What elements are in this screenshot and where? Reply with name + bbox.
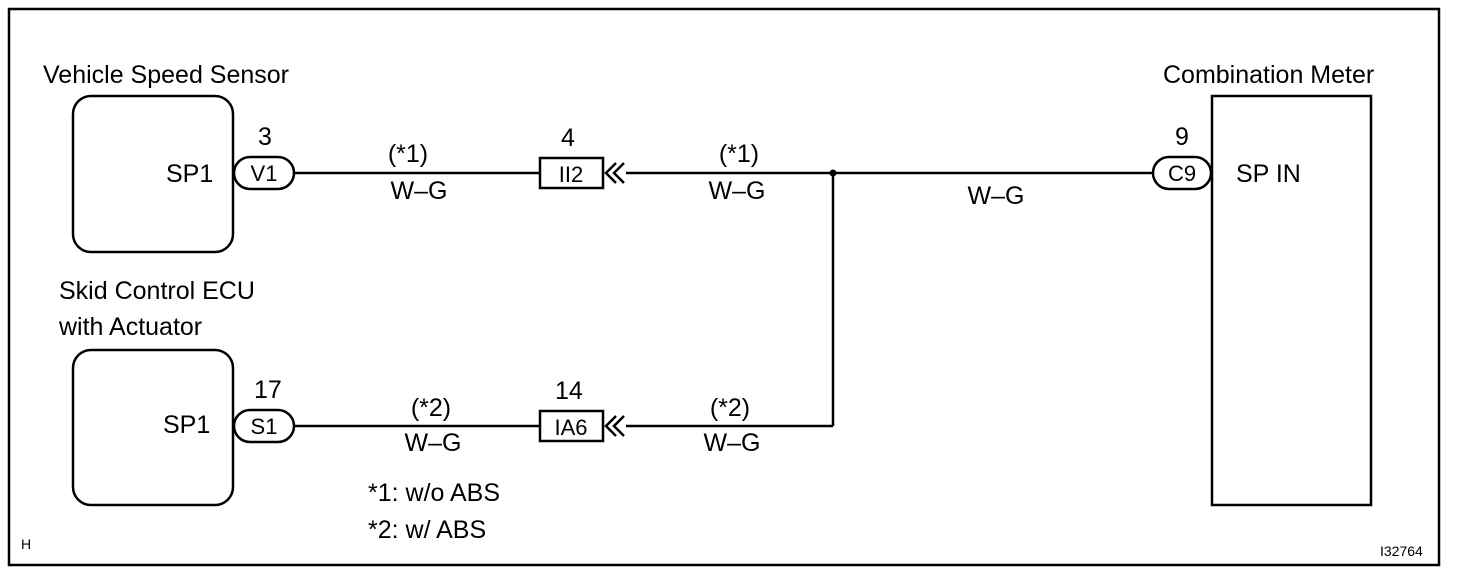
note-with-abs: *2: w/ ABS [368,516,486,544]
wire-upper-left-note: (*1) [388,140,428,168]
wire-lower-mid-note: (*2) [710,394,750,422]
connector-v1-label: V1 [251,161,278,186]
skid-control-ecu-pin: 17 [254,376,282,404]
junction-ia6-label: IA6 [554,415,587,440]
wire-upper-right-color: W–G [968,182,1025,210]
junction-ia6-double-arrow-icon [604,415,625,437]
junction-ii2: 4 II2 [538,124,625,190]
combination-meter-box [1210,94,1373,507]
combination-meter-title: Combination Meter [1163,61,1374,89]
combination-meter-terminal: SP IN [1236,160,1301,188]
skid-control-ecu: Skid Control ECU with Actuator SP1 17 S1 [58,277,296,507]
junction-ia6: 14 IA6 [538,377,625,443]
combination-meter: Combination Meter SP IN 9 C9 [1151,61,1374,507]
wire-lower-left-note: (*2) [411,394,451,422]
vehicle-speed-sensor-pin: 3 [258,123,272,151]
vehicle-speed-sensor: Vehicle Speed Sensor SP1 3 V1 [43,61,296,254]
junction-ii2-double-arrow-icon [604,162,625,184]
vehicle-speed-sensor-terminal: SP1 [166,160,213,188]
junction-ia6-box [538,409,605,443]
wire-lower-mid-color: W–G [704,429,761,457]
junction-ia6-pin: 14 [555,377,583,405]
junction-ii2-pin: 4 [561,124,575,152]
figure-id: I32764 [1380,543,1423,559]
junction-ii2-label: II2 [559,162,583,187]
skid-control-ecu-title-line1: Skid Control ECU [59,277,255,305]
wire-upper-mid-note: (*1) [719,140,759,168]
vehicle-speed-sensor-title: Vehicle Speed Sensor [43,61,289,89]
skid-control-ecu-terminal: SP1 [163,411,210,439]
wire-lower-left-color: W–G [405,429,462,457]
skid-control-ecu-title-line2: with Actuator [58,313,202,341]
corner-mark: H [21,536,31,552]
wire-upper-left-color: W–G [391,177,448,205]
connector-c9-label: C9 [1168,161,1196,186]
wires [294,171,1153,428]
connector-s1-label: S1 [251,414,278,439]
note-without-abs: *1: w/o ABS [368,479,500,507]
wire-splice-point [829,169,837,177]
junction-ii2-box [538,156,605,190]
diagram-frame [7,7,1441,567]
combination-meter-pin: 9 [1175,123,1189,151]
wire-upper-mid-color: W–G [709,177,766,205]
